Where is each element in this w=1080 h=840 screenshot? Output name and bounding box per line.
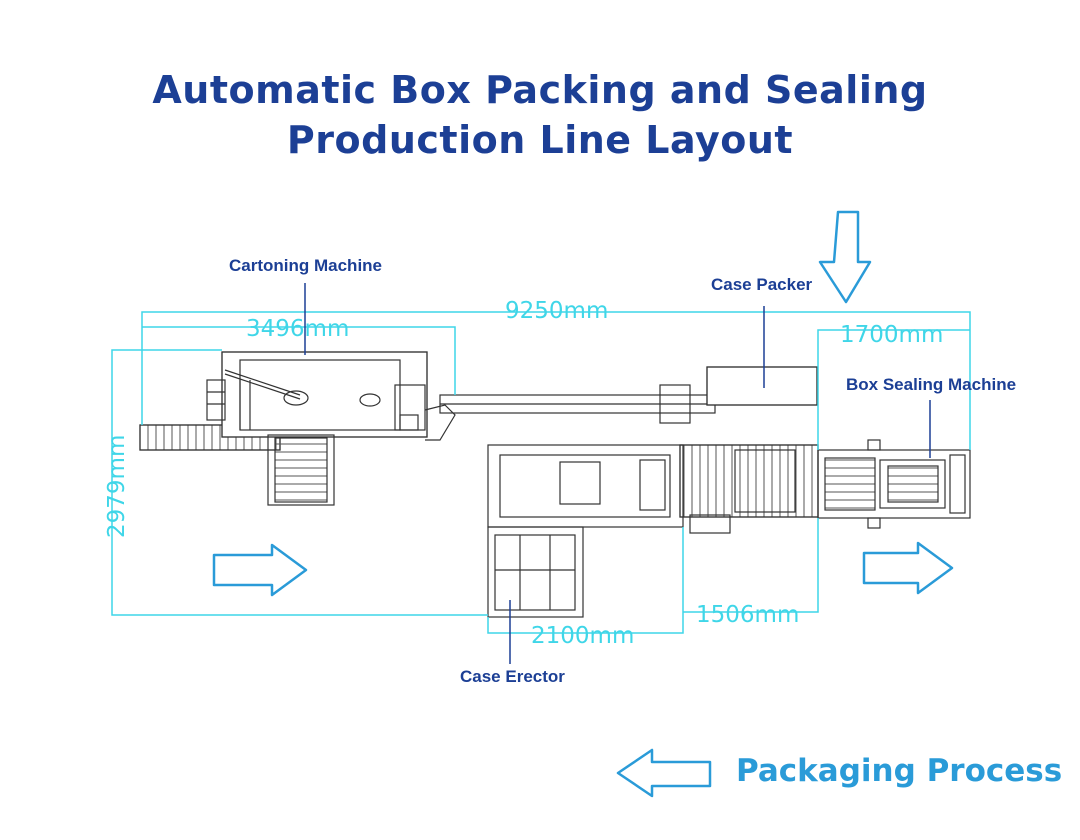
label-case-packer: Case Packer [711,275,813,294]
dimension-lines [111,311,971,634]
dim-packer-gap: 1506mm [696,602,799,628]
leader-lines [304,283,931,664]
case-packer-drawing [679,366,819,534]
dim-total-length: 9250mm [505,298,608,324]
label-case-erector: Case Erector [460,667,565,686]
transfer-conveyor-drawing [439,384,716,424]
dim-sealer-length: 1700mm [840,322,943,348]
dim-line-width: 2979mm [104,435,130,538]
cartoning-machine-drawing [139,351,456,506]
box-sealer-drawing [817,439,971,529]
flow-arrow-icon [212,210,954,597]
dim-erector-width: 2100mm [531,623,634,649]
case-erector-drawing [487,444,684,618]
legend-arrow-icon [616,748,712,798]
dim-cartoning-length: 3496mm [246,316,349,342]
title-line-2: Production Line Layout [286,118,794,162]
title-line-1: Automatic Box Packing and Sealing [152,68,928,112]
label-box-sealing-machine: Box Sealing Machine [846,375,1017,394]
legend-packaging-process: Packaging Process [736,753,1063,789]
label-cartoning-machine: Cartoning Machine [229,256,383,275]
